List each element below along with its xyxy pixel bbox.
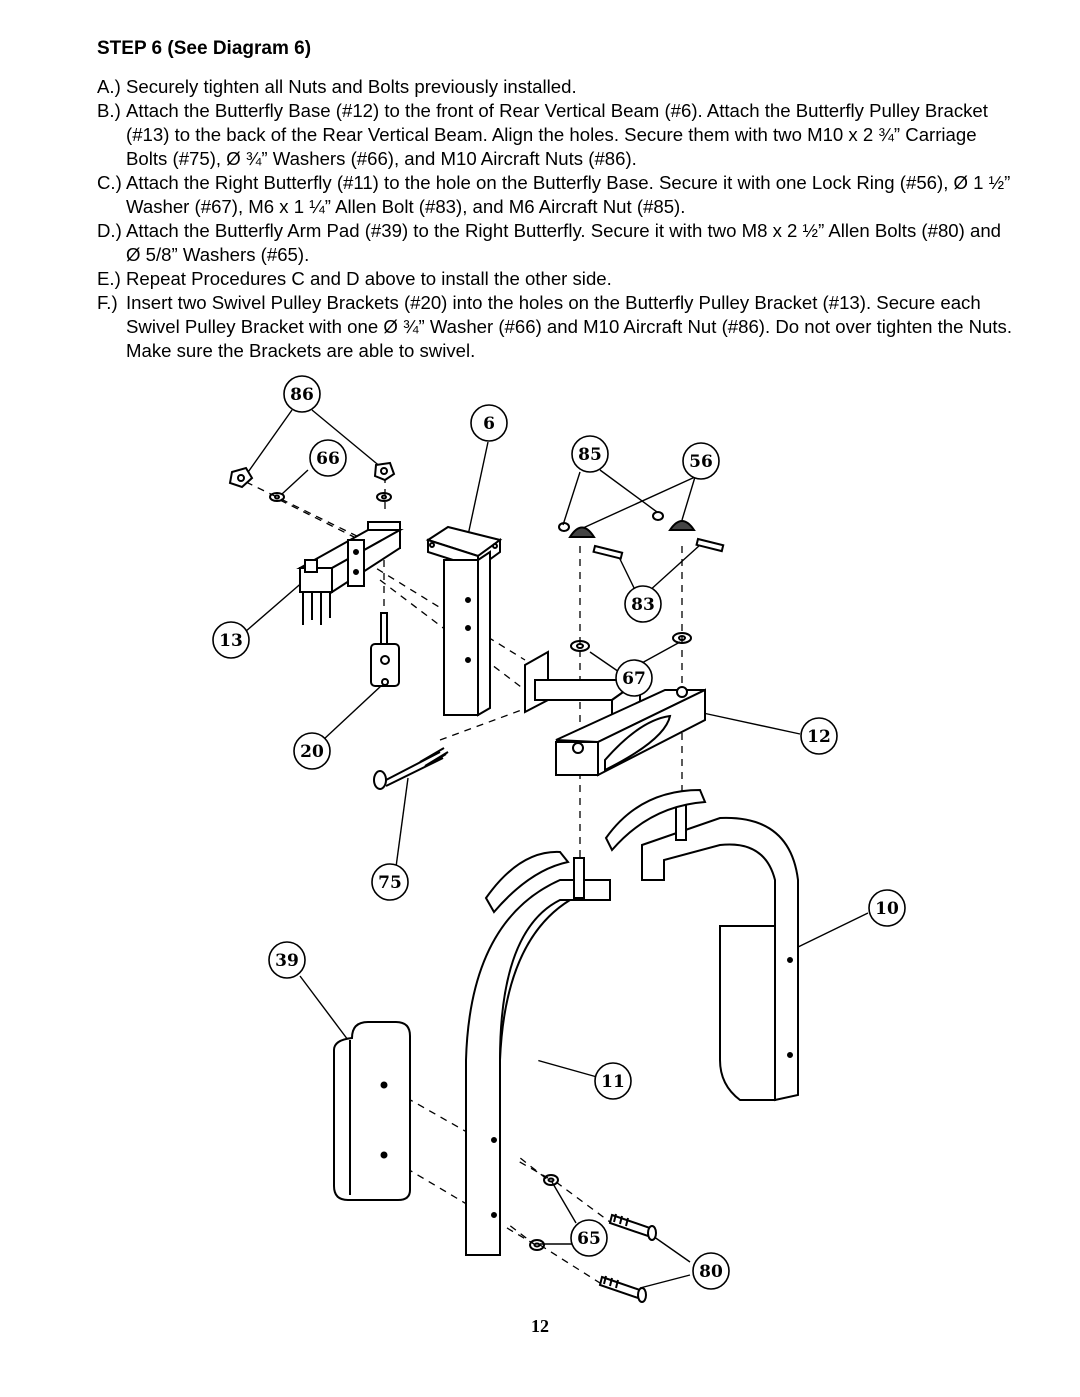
page-number: 12: [531, 1316, 549, 1336]
step-d: D.)Attach the Butterfly Arm Pad (#39) to…: [97, 219, 1017, 267]
right-butterfly-11: [465, 850, 611, 1256]
washer-67-right: [672, 632, 692, 644]
leader-lines: [244, 409, 869, 1289]
washer-65-bottom: [529, 1239, 545, 1251]
step-text: Securely tighten all Nuts and Bolts prev…: [126, 76, 577, 97]
step-e: E.)Repeat Procedures C and D above to in…: [97, 267, 1017, 291]
callout-80: 80: [699, 1262, 723, 1282]
nut-85-right: [652, 511, 664, 521]
callout-39: 39: [275, 951, 299, 971]
allen-bolt-83-right: [695, 537, 725, 553]
callout-56: 56: [689, 452, 713, 472]
callout-85: 85: [578, 445, 602, 465]
callout-20: 20: [300, 742, 324, 762]
washer-67-left: [570, 640, 590, 652]
step-b: B.)Attach the Butterfly Base (#12) to th…: [97, 99, 1017, 171]
step-text: Attach the Right Butterfly (#11) to the …: [126, 172, 1011, 217]
washer-65-top: [543, 1174, 559, 1186]
callout-13: 13: [219, 631, 243, 651]
step-label: D.): [97, 220, 122, 241]
lock-ring-56-right: [668, 520, 696, 531]
instruction-list: A.)Securely tighten all Nuts and Bolts p…: [97, 75, 1017, 363]
callout-75: 75: [378, 873, 402, 893]
step-c: C.)Attach the Right Butterfly (#11) to t…: [97, 171, 1017, 219]
callout-circles: [212, 375, 906, 1290]
callout-12: 12: [807, 727, 831, 747]
butterfly-base-12: [524, 650, 706, 777]
washer-66-right: [376, 492, 392, 502]
callout-labels: 86 66 6 85 56 13 83 67 12 20 75 10 39 11…: [219, 385, 899, 1282]
butterfly-pulley-bracket-13: [296, 521, 404, 625]
step-text: Attach the Butterfly Base (#12) to the f…: [126, 100, 988, 169]
callout-65: 65: [577, 1229, 601, 1249]
callout-67: 67: [622, 669, 646, 689]
step-a: A.)Securely tighten all Nuts and Bolts p…: [97, 75, 1017, 99]
nut-86-right: [373, 461, 396, 482]
allen-bolt-80-top: [608, 1213, 657, 1241]
callout-66: 66: [316, 449, 340, 469]
callout-86: 86: [290, 385, 314, 405]
assembly-diagram: 86 66 6 85 56 13 83 67 12 20 75 10 39 11…: [212, 375, 906, 1303]
left-butterfly-10: [604, 788, 799, 1102]
washer-66-left: [269, 492, 285, 502]
step-f: F.) Insert two Swivel Pulley Brackets (#2…: [97, 291, 1017, 363]
step-heading: STEP 6 (See Diagram 6): [97, 38, 312, 59]
nut-86-left: [228, 466, 254, 489]
arm-pad-39: [333, 1021, 411, 1201]
step-label: A.): [97, 76, 121, 97]
step-text: Insert two Swivel Pulley Brackets (#20) …: [126, 292, 1013, 361]
step-label: B.): [97, 100, 121, 121]
allen-bolt-80-bottom: [598, 1275, 647, 1303]
step-label: C.): [97, 172, 122, 193]
swivel-pulley-bracket-20: [370, 612, 400, 687]
callout-6: 6: [483, 414, 495, 434]
lock-ring-56-left: [568, 526, 596, 538]
callout-10: 10: [875, 899, 899, 919]
rear-vertical-beam-6: [425, 525, 503, 717]
step-label: E.): [97, 268, 121, 289]
step-text: Repeat Procedures C and D above to insta…: [126, 268, 612, 289]
callout-11: 11: [601, 1072, 625, 1092]
step-label: F.): [97, 292, 118, 313]
nut-85-left: [558, 522, 570, 532]
carriage-bolt-75: [373, 747, 449, 790]
step-text: Attach the Butterfly Arm Pad (#39) to th…: [126, 220, 1002, 265]
callout-83: 83: [631, 595, 655, 615]
allen-bolt-83-left: [592, 544, 624, 560]
